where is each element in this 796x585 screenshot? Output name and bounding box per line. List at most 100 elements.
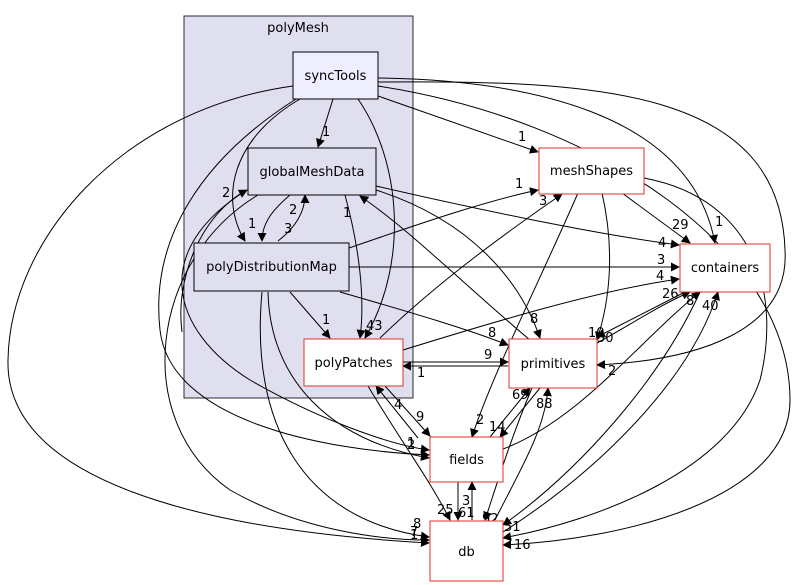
edge-meshshapes-fields bbox=[470, 192, 579, 438]
cluster-polymesh-title: polyMesh bbox=[267, 21, 329, 36]
node-polypatches[interactable]: polyPatches bbox=[303, 338, 404, 387]
edge-label-cont-prim2: 26 bbox=[662, 287, 679, 302]
edge-label-synctools-globalmeshdata: 1 bbox=[322, 125, 330, 140]
edge-label-synctools-db: 16 bbox=[514, 538, 531, 553]
edge-containers-db bbox=[502, 291, 701, 526]
edge-primitives-db bbox=[483, 387, 533, 521]
edge-polydistributionmap-meshshapes bbox=[348, 187, 539, 249]
edge-label-ms-cont: 29 bbox=[672, 218, 689, 233]
edge-fields-polypatches bbox=[375, 385, 419, 439]
node-db[interactable]: db bbox=[429, 520, 504, 582]
node-db-label: db bbox=[458, 545, 475, 560]
edge-label-prim-pp: 1 bbox=[417, 366, 425, 381]
edge-label-pdm-pp: 1 bbox=[322, 313, 330, 328]
edge-label-fields-cont: 8 bbox=[686, 294, 694, 309]
edge-synctools-polypatches bbox=[357, 98, 395, 339]
edge-label-prim-fields: 14 bbox=[489, 420, 506, 435]
edge-label-prim-cont: 50 bbox=[597, 331, 614, 346]
edge-globalmeshdata-primitives bbox=[375, 189, 542, 339]
edge-synctools-db-right bbox=[377, 85, 791, 550]
edge-primitives-globalmeshdata bbox=[359, 195, 531, 341]
node-globalmeshdata-label: globalMeshData bbox=[260, 165, 365, 180]
node-primitives[interactable]: primitives bbox=[508, 338, 598, 389]
nodes: syncTools globalMeshData polyDistributio… bbox=[193, 51, 771, 582]
edge-polypatches-fields bbox=[384, 385, 431, 437]
edge-label-synctools-db-left: 1 bbox=[410, 528, 418, 543]
edge-label-gmd-pp: 1 bbox=[343, 206, 351, 221]
edge-label-st-gmd-left: 2 bbox=[222, 186, 230, 201]
edge-meshshapes-primitives bbox=[595, 192, 611, 341]
edge-label-gmd-pdm2: 2 bbox=[289, 203, 297, 218]
edge-polydistributionmap-polypatches bbox=[289, 291, 331, 339]
edge-meshshapes-containers bbox=[621, 192, 691, 244]
edge-label-fields-prim: 69 bbox=[512, 388, 529, 403]
node-meshshapes-label: meshShapes bbox=[550, 164, 633, 179]
edge-label-pp-cont: 4 bbox=[656, 269, 664, 284]
edge-label-fields-pp: 4 bbox=[394, 398, 402, 413]
edge-synctools-fields bbox=[158, 98, 430, 460]
node-fields-label: fields bbox=[449, 453, 484, 468]
node-polydistributionmap[interactable]: polyDistributionMap bbox=[193, 242, 350, 292]
edge-label-gmd-db: 7 bbox=[410, 525, 418, 540]
edge-label-pdm-prim: 8 bbox=[530, 312, 538, 327]
edge-label-synctools-containers: 1 bbox=[715, 215, 723, 230]
edge-polypatches-meshshapes bbox=[379, 193, 563, 339]
edge-label-synctools-meshshapes: 1 bbox=[518, 130, 526, 145]
edge-label-db-fields: 3 bbox=[462, 494, 470, 509]
edge-synctools-containers bbox=[377, 77, 718, 244]
edge-primitives-containers bbox=[596, 291, 691, 344]
edge-globalmeshdata-polydistributionmap bbox=[257, 194, 291, 242]
node-containers[interactable]: containers bbox=[679, 243, 771, 293]
edge-label-db-cont: 40 bbox=[702, 299, 719, 314]
edge-db-primitives bbox=[494, 387, 552, 521]
node-synctools-label: syncTools bbox=[305, 69, 367, 84]
edge-label-pp-prim: 9 bbox=[484, 348, 492, 363]
edge-label-gmd-fields: 1 bbox=[407, 436, 415, 451]
edge-polydistributionmap-db bbox=[259, 291, 430, 541]
edge-label-pdm-gmd: 3 bbox=[284, 222, 292, 237]
edge-globalmeshdata-db bbox=[164, 194, 430, 545]
edge-synctools-db bbox=[7, 85, 430, 548]
edge-fields-containers bbox=[502, 291, 701, 450]
edge-synctools-meshshapes bbox=[377, 95, 539, 154]
edge-meshshapes-db bbox=[502, 177, 768, 541]
edge-synctools-polydistributionmap bbox=[232, 98, 301, 242]
edge-label-pp-fields: 9 bbox=[416, 410, 424, 425]
edges: 1 1 1 2 1 2 16 3 2 1 2 1 4 bbox=[7, 77, 791, 553]
edge-globalmeshdata-fields bbox=[181, 189, 430, 454]
node-globalmeshdata[interactable]: globalMeshData bbox=[247, 147, 377, 196]
edge-globalmeshdata-polypatches bbox=[344, 194, 366, 339]
edge-label-pp-gmd: 43 bbox=[366, 319, 383, 334]
node-containers-label: containers bbox=[691, 261, 760, 276]
edge-label-synctools-fields: 2 bbox=[407, 438, 415, 453]
edge-label-pdm-cont: 3 bbox=[657, 253, 665, 268]
node-synctools[interactable]: syncTools bbox=[292, 51, 379, 100]
edge-label-db-prim: 88 bbox=[536, 397, 553, 412]
edge-label-pp-db: 25 bbox=[437, 503, 454, 518]
edge-label-pp-ms: 3 bbox=[539, 194, 547, 209]
edge-polydistributionmap-fields bbox=[267, 291, 430, 461]
edge-polypatches-db bbox=[367, 385, 451, 521]
edge-label-gmd-cont: 4 bbox=[658, 236, 666, 251]
edge-label-gmd-pdm: 1 bbox=[248, 217, 256, 232]
edge-label-synctools-primitives: 2 bbox=[608, 364, 616, 379]
node-polypatches-label: polyPatches bbox=[315, 356, 393, 371]
edge-label-cont-prim: 10 bbox=[588, 326, 605, 341]
edge-polypatches-containers bbox=[402, 275, 680, 351]
edge-label-prim-gmd: 8 bbox=[488, 326, 496, 341]
node-meshshapes[interactable]: meshShapes bbox=[538, 147, 645, 195]
node-primitives-label: primitives bbox=[521, 357, 586, 372]
edge-label-ms-fields: 2 bbox=[476, 413, 484, 428]
edge-containers-primitives bbox=[596, 291, 686, 338]
edge-db-containers bbox=[502, 291, 720, 533]
edge-label-pdm-ms: 1 bbox=[515, 177, 523, 192]
node-fields[interactable]: fields bbox=[429, 436, 504, 483]
node-polydistributionmap-label: polyDistributionMap bbox=[206, 260, 337, 275]
edge-synctools-primitives bbox=[377, 81, 786, 370]
edge-polydistributionmap-globalmeshdata bbox=[277, 194, 310, 242]
edge-polydistributionmap-primitives bbox=[339, 291, 509, 347]
edge-label-fields-db: 61 bbox=[458, 506, 475, 521]
edge-primitives-fields bbox=[499, 387, 541, 438]
